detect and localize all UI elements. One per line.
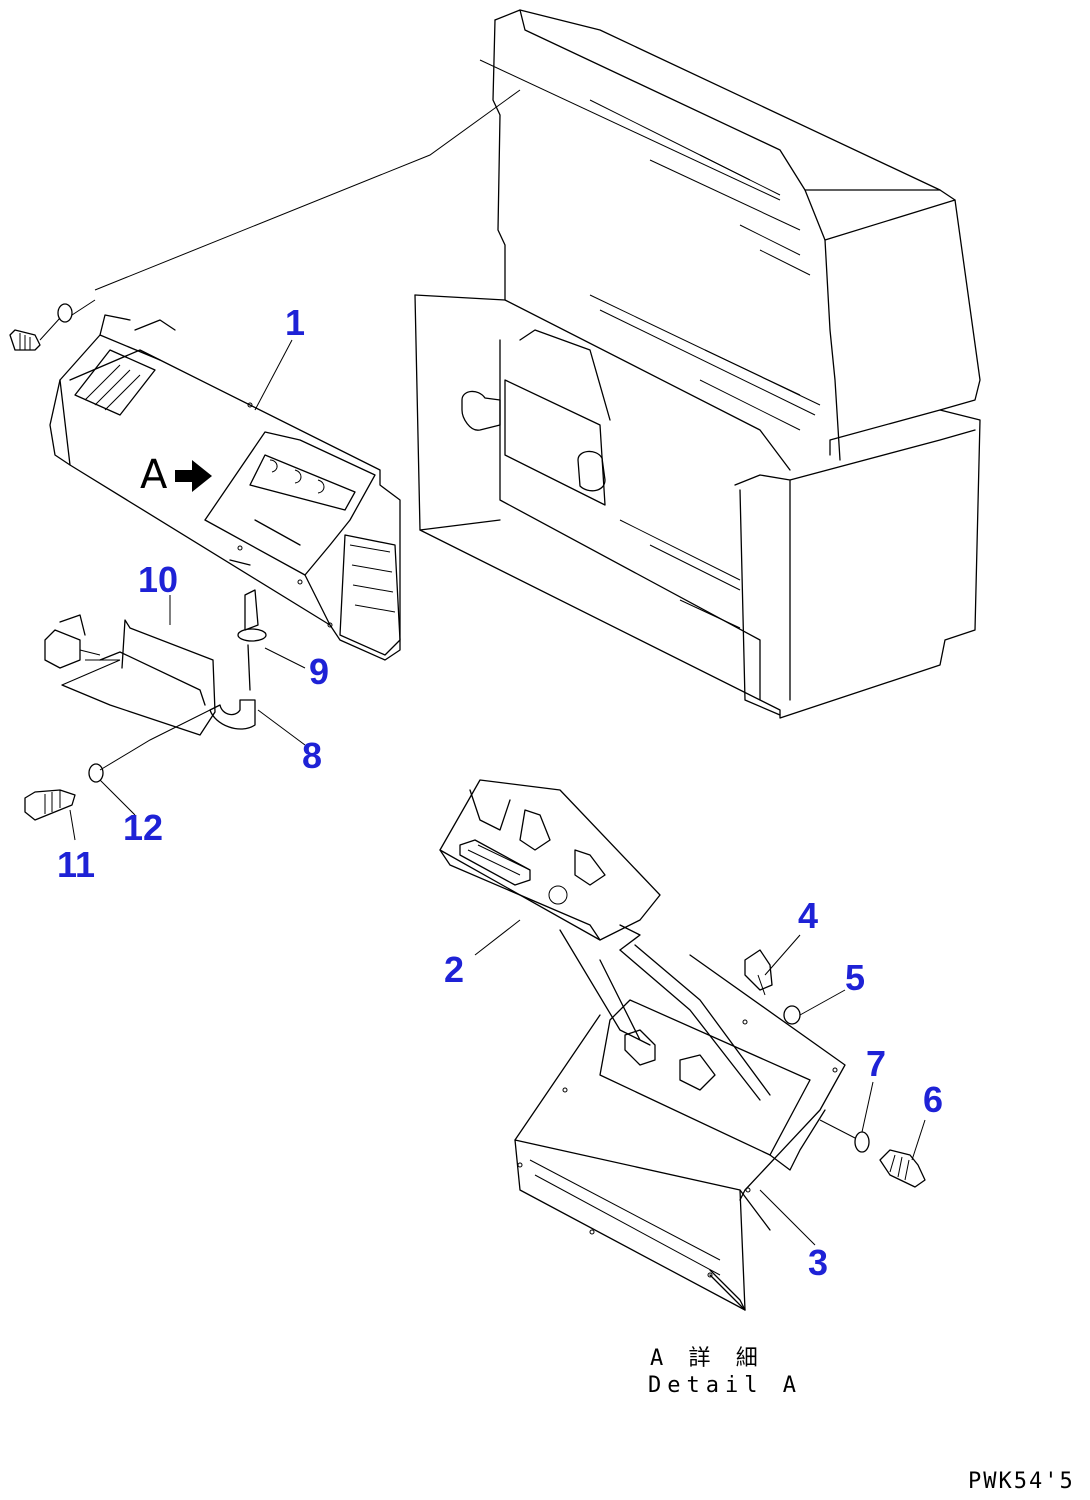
callout-4: 4 [798, 895, 818, 936]
callout-5: 5 [845, 957, 865, 998]
harness-bracket [24, 589, 267, 821]
callout-12: 12 [123, 807, 163, 848]
console-hardware [744, 949, 926, 1188]
detail-label-en: Detail A [648, 1373, 802, 1398]
callout-6: 6 [923, 1079, 943, 1120]
callout-3: 3 [808, 1242, 828, 1283]
callout-11: 11 [57, 844, 95, 885]
callout-7: 7 [866, 1043, 886, 1084]
callout-2: 2 [444, 949, 464, 990]
leader-lines [69, 339, 926, 1246]
callout-10: 10 [138, 559, 178, 600]
callout-9: 9 [309, 651, 329, 692]
right-arrow-icon [175, 460, 212, 492]
callout-1: 1 [285, 302, 305, 343]
view-letter: A [140, 452, 168, 498]
drawing-code: PWK54'5 [968, 1469, 1075, 1494]
control-console [439, 779, 846, 1311]
top-left-bolt [9, 299, 96, 351]
detail-label-jp: A 詳 細 [650, 1346, 764, 1371]
overhead-panel [49, 314, 401, 661]
cab-assembly [414, 9, 981, 719]
callout-8: 8 [302, 735, 322, 776]
